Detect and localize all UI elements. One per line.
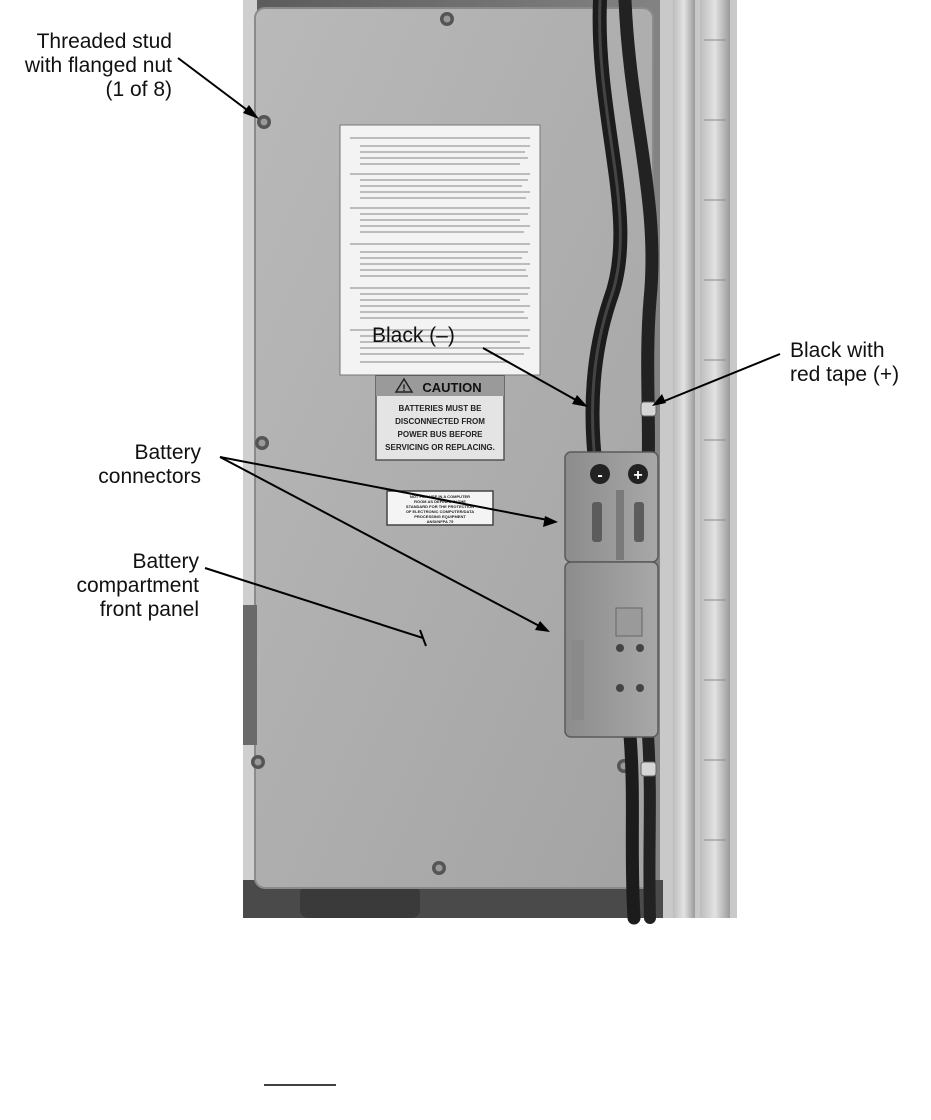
arrow-icon [543, 516, 558, 527]
battery-connector-upper: - + [564, 451, 659, 563]
callout-black-red-tape-line-1: Black with [790, 339, 885, 362]
caution-line-1: BATTERIES MUST BE [399, 404, 483, 413]
positive-terminal-icon [628, 464, 648, 484]
caution-line-4: SERVICING OR REPLACING. [385, 443, 495, 452]
arrow-icon [535, 621, 550, 632]
warning-triangle-icon: ! [394, 377, 414, 393]
callout-battery-panel-line-3: front panel [99, 598, 199, 621]
arrow-icon [652, 394, 666, 406]
negative-symbol: - [597, 467, 602, 484]
stud-nut-icon [440, 12, 454, 26]
notice-line-4: OF ELECTRONIC COMPUTER/DATA [406, 509, 474, 514]
stud-nut-icon [251, 755, 265, 769]
connector-leader-upper [219, 456, 554, 522]
callout-battery-panel-line-1: Battery [132, 550, 199, 573]
callout-battery-connectors: Battery connectors [0, 441, 201, 489]
warning-sheet [339, 124, 541, 376]
positive-symbol: + [633, 467, 642, 484]
callout-black-red-tape: Black with red tape (+) [790, 339, 899, 387]
leader-lines [177, 57, 781, 647]
callout-battery-panel-line-2: compartment [76, 574, 199, 597]
red-tape-marker [640, 401, 657, 417]
callout-battery-panel: Battery compartment front panel [0, 550, 199, 622]
negative-terminal-icon [590, 464, 610, 484]
svg-text:!: ! [403, 383, 406, 393]
stud-nut-icon [255, 436, 269, 450]
red-tape-leader [656, 353, 781, 405]
black-neg-leader [482, 347, 584, 405]
caution-label: ! CAUTION BATTERIES MUST BE DISCONNECTED… [375, 375, 505, 461]
caution-header: CAUTION [422, 380, 481, 395]
callout-threaded-stud: Threaded stud with flanged nut (1 of 8) [0, 30, 172, 102]
callout-black-negative-text: Black (–) [372, 324, 455, 347]
callout-threaded-stud-line-2: with flanged nut [24, 54, 172, 77]
notice-line-6: ANSI/NFPA 75 [427, 519, 454, 524]
caution-line-2: DISCONNECTED FROM [395, 417, 485, 426]
battery-connector-lower [564, 561, 659, 738]
panel-leader [204, 567, 424, 639]
callout-threaded-stud-line-3: (1 of 8) [105, 78, 172, 101]
callout-black-negative: Black (–) [372, 324, 455, 348]
arrow-icon [572, 395, 588, 407]
rail-slots [704, 39, 726, 841]
stud-nut-icon [257, 115, 271, 129]
vertical-rail-2 [700, 0, 730, 918]
vertical-rail [673, 0, 695, 918]
caution-line-3: POWER BUS BEFORE [398, 430, 484, 439]
callout-battery-connectors-line-1: Battery [134, 441, 201, 464]
notice-line-5: PROCESSING EQUIPMENT [414, 514, 466, 519]
stud-nut-icon [432, 861, 446, 875]
connector-leader-lower [219, 456, 546, 630]
callout-threaded-stud-line-1: Threaded stud [36, 30, 172, 53]
notice-line-3: STANDARD FOR THE PROTECTION [406, 504, 474, 509]
warning-sheet-text-lines [350, 137, 530, 363]
stud-leader [177, 57, 256, 117]
notice-label: NOT FOR USE IN A COMPUTER ROOM AS DEFINE… [386, 490, 494, 526]
notice-line-2: ROOM AS DEFINED IN THE [414, 499, 466, 504]
callout-black-red-tape-line-2: red tape (+) [790, 363, 900, 386]
notice-line-1: NOT FOR USE IN A COMPUTER [410, 494, 470, 499]
callout-battery-connectors-line-2: connectors [98, 465, 201, 488]
arrow-icon [243, 105, 259, 119]
arrowheads [243, 105, 666, 632]
